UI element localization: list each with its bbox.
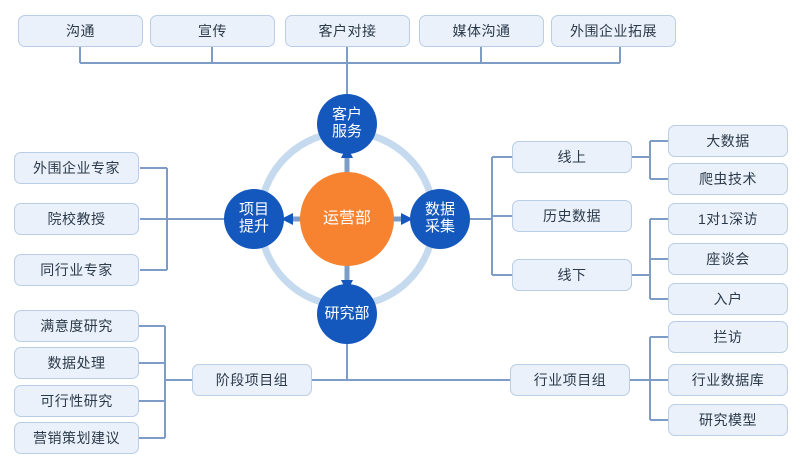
circle-project-upgrade-line1: 项目 <box>238 201 269 219</box>
node-top-external-expansion[interactable]: 外围企业拓展 <box>551 15 676 47</box>
node-right-online[interactable]: 线上 <box>512 141 632 173</box>
node-right-crawler-tech[interactable]: 爬虫技术 <box>668 163 788 195</box>
node-right-home-visit[interactable]: 入户 <box>668 283 788 315</box>
node-top-communication[interactable]: 沟通 <box>18 15 143 47</box>
node-bottom-marketing-proposal[interactable]: 营销策划建议 <box>14 422 139 454</box>
node-bottom-satisfaction-research[interactable]: 满意度研究 <box>14 310 139 342</box>
node-left-industry-expert[interactable]: 同行业专家 <box>14 254 139 286</box>
node-right-focus-group[interactable]: 座谈会 <box>668 243 788 275</box>
circle-center-label: 运营部 <box>322 210 371 228</box>
node-left-university-professor[interactable]: 院校教授 <box>14 203 139 235</box>
circle-research-department-label: 研究部 <box>324 304 370 322</box>
circle-project-upgrade-line2: 提升 <box>238 218 269 235</box>
circle-data-collection[interactable]: 数据 采集 <box>410 189 470 249</box>
node-bottom-intercept-interview[interactable]: 拦访 <box>668 321 788 353</box>
node-left-external-expert[interactable]: 外围企业专家 <box>14 152 139 184</box>
node-right-one-on-one-interview[interactable]: 1对1深访 <box>668 203 788 235</box>
node-right-historical-data[interactable]: 历史数据 <box>512 200 632 232</box>
circle-data-collection-line2: 采集 <box>424 218 455 235</box>
node-bottom-stage-project-team[interactable]: 阶段项目组 <box>192 364 312 396</box>
node-bottom-industry-project-team[interactable]: 行业项目组 <box>510 364 630 396</box>
node-top-promotion[interactable]: 宣传 <box>150 15 275 47</box>
circle-customer-service[interactable]: 客户 服务 <box>317 94 377 154</box>
circle-customer-service-line2: 服务 <box>331 123 362 140</box>
circle-project-upgrade[interactable]: 项目 提升 <box>224 189 284 249</box>
node-bottom-data-processing[interactable]: 数据处理 <box>14 347 139 379</box>
node-right-big-data[interactable]: 大数据 <box>668 125 788 157</box>
node-bottom-feasibility-research[interactable]: 可行性研究 <box>14 385 139 417</box>
circle-data-collection-line1: 数据 <box>424 201 455 219</box>
node-top-media-communication[interactable]: 媒体沟通 <box>419 15 544 47</box>
node-top-customer-liaison[interactable]: 客户对接 <box>285 15 410 47</box>
circle-research-department[interactable]: 研究部 <box>317 284 377 344</box>
node-right-offline[interactable]: 线下 <box>512 259 632 291</box>
circle-customer-service-line1: 客户 <box>331 106 362 124</box>
circle-center-operations[interactable]: 运营部 <box>300 172 394 266</box>
node-bottom-research-model[interactable]: 研究模型 <box>668 404 788 436</box>
node-bottom-industry-database[interactable]: 行业数据库 <box>668 364 788 396</box>
